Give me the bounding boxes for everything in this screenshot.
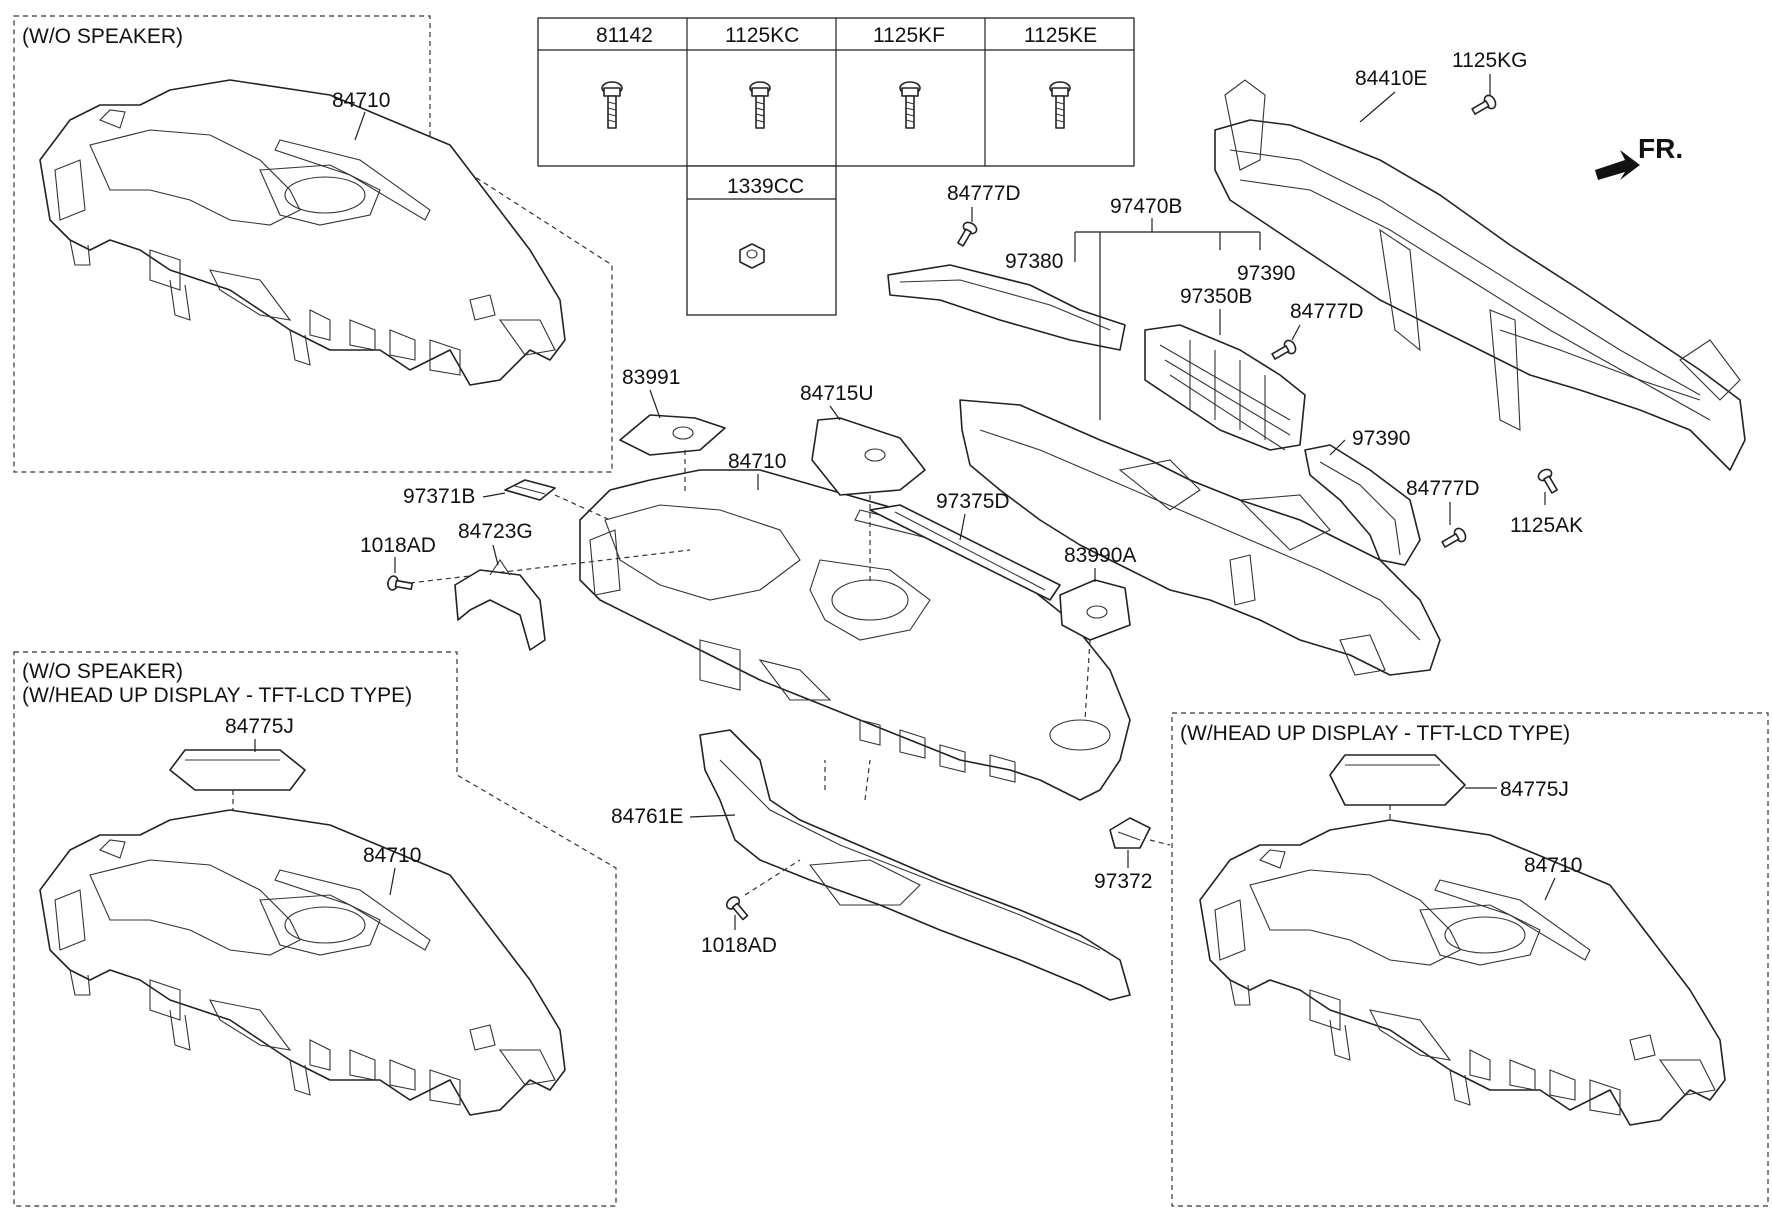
label-1125ak: 1125AK	[1510, 514, 1583, 537]
group-bottom-right-caption: (W/HEAD UP DISPLAY - TFT-LCD TYPE)	[1180, 722, 1570, 745]
group-bottom-left-caption-2: (W/HEAD UP DISPLAY - TFT-LCD TYPE)	[22, 684, 412, 707]
label-84775j-left: 84775J	[225, 715, 294, 738]
label-84777d-top: 84777D	[947, 182, 1021, 205]
label-84715u: 84715U	[800, 382, 874, 405]
screw-1125kg-icon	[1469, 92, 1499, 119]
table-header-81142: 81142	[596, 24, 653, 47]
table-header-1339cc: 1339CC	[727, 175, 804, 198]
table-header-1125ke: 1125KE	[1024, 24, 1097, 47]
crash-pad-bottom-left	[39, 809, 566, 1116]
group-bottom-right-frame	[1171, 712, 1769, 1207]
table-header-1125kf: 1125KF	[873, 24, 945, 47]
duct-97390-right	[1304, 444, 1421, 566]
label-97372: 97372	[1094, 870, 1152, 893]
label-97390-top: 97390	[1237, 262, 1295, 285]
label-1018ad-left: 1018AD	[360, 534, 436, 557]
group-top-left-frame	[13, 15, 613, 473]
label-84777d-mid: 84777D	[1290, 300, 1364, 323]
screw-84777d-right-icon	[1439, 525, 1469, 552]
duct-97380	[887, 264, 1126, 351]
crash-pad-top-left	[39, 79, 566, 386]
label-83991: 83991	[622, 366, 680, 389]
label-97380: 97380	[1005, 250, 1063, 273]
label-97350b: 97350B	[1180, 285, 1252, 308]
table-header-1125kc: 1125KC	[725, 24, 799, 47]
nut-1339cc-icon	[739, 243, 765, 269]
label-1018ad-lower: 1018AD	[701, 934, 777, 957]
duct-97470b-main	[959, 399, 1441, 676]
label-84410e: 84410E	[1355, 67, 1427, 90]
label-84710-center: 84710	[728, 450, 786, 473]
group-bottom-left: (W/O SPEAKER) (W/HEAD UP DISPLAY - TFT-L…	[13, 651, 617, 1207]
label-84710-bottom-left: 84710	[363, 844, 421, 867]
fastener-table: 81142 1125KC 1125KF 1125KE 1339CC	[537, 17, 1135, 316]
defroster-grille-97375d	[869, 504, 1061, 601]
label-84723g: 84723G	[458, 520, 533, 543]
label-84775j-right: 84775J	[1500, 778, 1569, 801]
label-97390-right: 97390	[1352, 427, 1410, 450]
screw-1018ad-left-icon	[386, 574, 414, 594]
bracket-84761e	[699, 729, 1131, 1001]
label-84761e: 84761E	[611, 805, 683, 828]
group-top-left: (W/O SPEAKER) 84710	[13, 15, 613, 473]
label-84710-bottom-right: 84710	[1524, 854, 1582, 877]
vent-97371b	[504, 479, 556, 501]
label-1125kg: 1125KG	[1452, 49, 1528, 72]
crash-pad-bottom-right	[1199, 819, 1726, 1126]
label-83990a: 83990A	[1064, 544, 1136, 567]
group-top-left-caption: (W/O SPEAKER)	[22, 25, 183, 48]
hud-cover-84775j-right	[1329, 754, 1466, 806]
screw-1125ak-icon	[1535, 466, 1562, 496]
front-direction-label: FR.	[1638, 133, 1683, 164]
hud-cover-84775j-left	[169, 749, 306, 791]
vent-97350b	[1144, 324, 1306, 451]
cover-84715u	[811, 417, 926, 496]
cowl-cross-member	[1214, 79, 1746, 471]
label-97371b: 97371B	[403, 485, 475, 508]
label-97470b: 97470B	[1110, 195, 1182, 218]
screw-1018ad-lower-icon	[723, 893, 752, 923]
bracket-84723g	[454, 559, 546, 651]
front-direction-indicator: FR.	[1595, 133, 1683, 180]
label-97375d: 97375D	[936, 490, 1010, 513]
group-bottom-left-caption-1: (W/O SPEAKER)	[22, 660, 183, 683]
screw-84777d-mid-icon	[1269, 337, 1299, 364]
group-bottom-left-frame	[13, 651, 617, 1207]
screw-84777d-top-icon	[953, 219, 980, 249]
label-84710-top-left: 84710	[332, 89, 390, 112]
label-84777d-right: 84777D	[1406, 477, 1480, 500]
vent-97372	[1109, 817, 1151, 849]
speaker-cover-83991	[619, 414, 726, 456]
group-bottom-right: (W/HEAD UP DISPLAY - TFT-LCD TYPE) 84775…	[1171, 712, 1769, 1207]
leader-97470b	[1074, 218, 1261, 420]
